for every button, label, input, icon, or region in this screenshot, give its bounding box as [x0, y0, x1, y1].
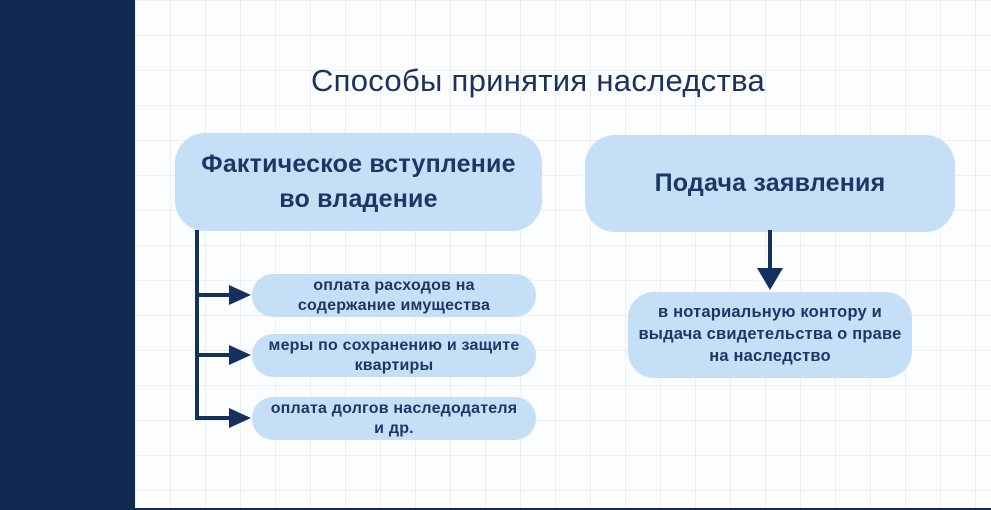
- sub-box-debts-payment: оплата долгов наследодателя и др.: [252, 397, 536, 440]
- connector-branch-1: [197, 293, 231, 297]
- sub-box-notary-office: в нотариальную контору и выдача свидетел…: [628, 292, 912, 378]
- connector-vertical-right: [768, 230, 772, 270]
- connector-branch-2: [197, 353, 231, 357]
- connector-branch-3: [197, 416, 231, 420]
- bottom-border: [0, 508, 991, 510]
- arrowhead-down-icon: [757, 268, 783, 290]
- page-title: Способы принятия наследства: [310, 62, 766, 98]
- arrowhead-right-1-icon: [229, 285, 251, 305]
- main-box-application: Подача заявления: [585, 135, 955, 232]
- sub-box-expenses: оплата расходов на содержание имущества: [252, 274, 536, 317]
- arrowhead-right-3-icon: [229, 408, 251, 428]
- connector-vertical-left: [195, 230, 199, 420]
- sub-box-protection-measures: меры по сохранению и защите квартиры: [252, 334, 536, 377]
- main-box-actual-possession: Фактическое вступление во владение: [175, 133, 542, 231]
- sidebar-accent-bar: [0, 0, 135, 510]
- arrowhead-right-2-icon: [229, 345, 251, 365]
